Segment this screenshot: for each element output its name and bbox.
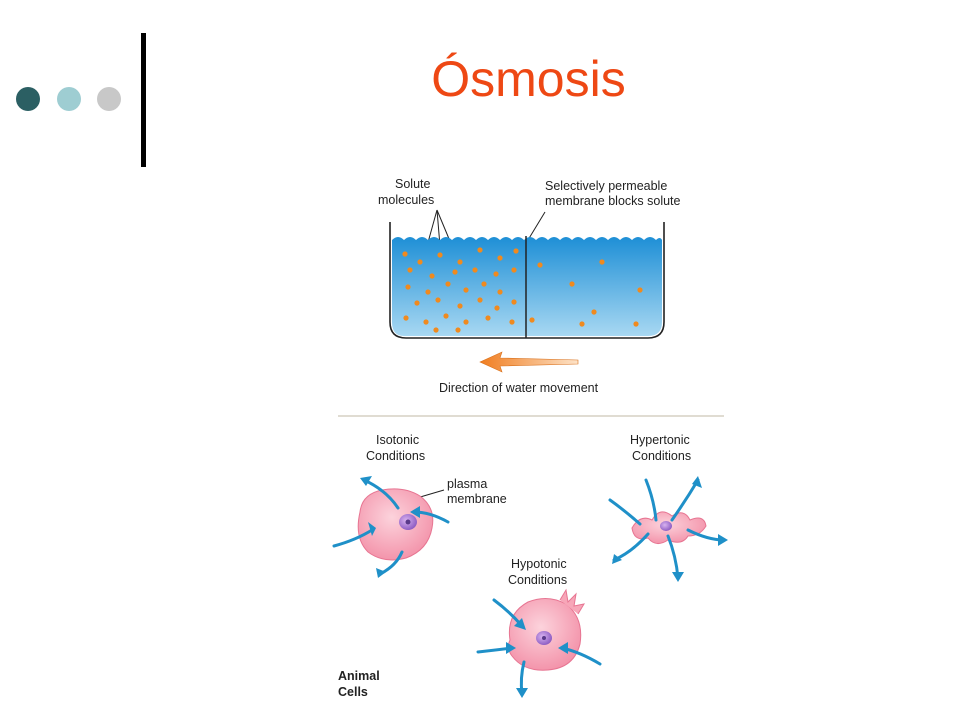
animal-cells-label: Animal Cells	[338, 669, 383, 699]
title-divider	[141, 33, 146, 167]
solute-label: Solute molecules	[378, 177, 434, 207]
bullet-dot-gray	[97, 87, 121, 111]
membrane-label: Selectively permeable membrane blocks so…	[545, 179, 681, 208]
tank-wall	[389, 222, 665, 339]
direction-caption: Direction of water movement	[439, 381, 599, 395]
osmosis-diagram: Solute molecules Selectively permeable m…	[332, 177, 728, 699]
hypotonic-arrowheads	[506, 618, 568, 698]
isotonic-label: Isotonic Conditions	[366, 433, 425, 463]
hypotonic-cell	[507, 588, 586, 671]
solute-molecules	[402, 247, 643, 333]
water-tank	[392, 237, 662, 336]
slide-title: Ósmosis	[431, 51, 626, 107]
hypertonic-arrowheads	[612, 476, 728, 582]
hypotonic-label: Hypotonic Conditions	[508, 557, 570, 587]
plasma-membrane-label: plasma membrane	[447, 477, 507, 506]
isotonic-arrowheads	[360, 476, 420, 578]
bullet-dot-light	[57, 87, 81, 111]
hypertonic-cell	[631, 511, 707, 544]
hypertonic-label: Hypertonic Conditions	[630, 433, 693, 463]
water-direction-arrow	[479, 351, 579, 373]
bullet-dot-dark	[16, 87, 40, 111]
